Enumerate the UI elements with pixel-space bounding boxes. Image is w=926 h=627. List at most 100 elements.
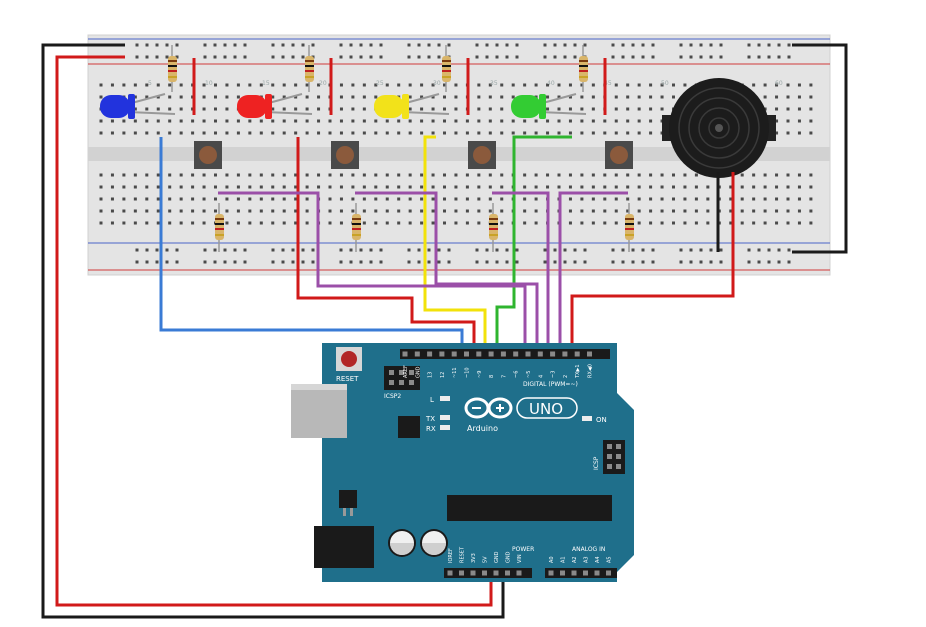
header-pin[interactable]: [451, 351, 457, 357]
breadboard-hole: [580, 185, 584, 189]
header-pin[interactable]: [594, 570, 600, 576]
breadboard-hole: [271, 119, 275, 123]
breadboard-hole: [534, 209, 538, 213]
breadboard-hole: [797, 119, 801, 123]
rail-hole: [583, 43, 587, 47]
breadboard-hole: [523, 197, 527, 201]
breadboard-hole: [294, 95, 298, 99]
header-pin[interactable]: [537, 351, 543, 357]
breadboard-hole: [637, 95, 641, 99]
header-pin[interactable]: [464, 351, 469, 357]
header-pin[interactable]: [439, 351, 445, 357]
rail-hole: [339, 55, 343, 59]
rail-hole: [621, 55, 625, 59]
rail-hole: [719, 260, 723, 264]
breadboard-hole: [809, 185, 813, 189]
header-pin[interactable]: [560, 570, 565, 576]
rail-hole: [291, 260, 295, 264]
header-pin[interactable]: [500, 351, 506, 357]
breadboard-hole: [511, 95, 515, 99]
rail-hole: [145, 55, 149, 59]
icsp2-label: ICSP2: [384, 393, 401, 400]
header-pin[interactable]: [525, 351, 531, 357]
rail-hole: [349, 55, 353, 59]
breadboard-hole: [259, 173, 263, 177]
header-pin[interactable]: [402, 351, 408, 357]
rail-hole: [505, 43, 509, 47]
header-pin[interactable]: [548, 570, 554, 576]
header-pin[interactable]: [562, 351, 568, 357]
breadboard-hole: [202, 209, 206, 213]
rail-hole: [573, 43, 577, 47]
rail-hole: [475, 43, 479, 47]
rail-hole: [447, 248, 451, 252]
rail-hole: [271, 55, 275, 59]
header-pin[interactable]: [459, 570, 464, 576]
header-pin[interactable]: [470, 570, 476, 576]
pin-label: 4: [538, 375, 544, 378]
header-pin[interactable]: [482, 570, 487, 576]
red-led: [237, 93, 313, 119]
usb-chip: [398, 416, 420, 438]
breadboard-hole: [591, 209, 595, 213]
breadboard-hole: [271, 95, 275, 99]
header-pin[interactable]: [513, 351, 519, 357]
breadboard-hole: [305, 197, 309, 201]
header-pin[interactable]: [493, 570, 499, 576]
header-pin[interactable]: [587, 351, 592, 357]
breadboard-hole: [214, 131, 217, 135]
breadboard-hole: [683, 221, 687, 225]
breadboard-hole: [683, 209, 687, 213]
pin-label: GND: [415, 366, 421, 378]
rail-hole: [767, 248, 771, 252]
wire-purple-button-2: [355, 191, 539, 352]
header-pin[interactable]: [427, 351, 433, 357]
rail-hole: [349, 248, 353, 252]
header-pin[interactable]: [488, 351, 494, 357]
breadboard-hole: [660, 107, 664, 111]
breadboard-hole: [156, 83, 160, 87]
breadboard-hole: [443, 131, 446, 135]
breadboard-hole: [500, 173, 504, 177]
header-pin[interactable]: [516, 570, 522, 576]
breadboard-hole: [282, 185, 286, 189]
rail-hole: [631, 248, 635, 252]
piezo-buzzer: [662, 78, 776, 178]
breadboard-hole: [282, 119, 286, 123]
header-pin[interactable]: [574, 351, 580, 357]
header-pin[interactable]: [583, 570, 588, 576]
breadboard-hole: [225, 119, 229, 123]
breadboard-hole: [786, 83, 790, 87]
header-pin[interactable]: [606, 570, 611, 576]
breadboard-hole: [362, 131, 366, 135]
breadboard-hole: [637, 221, 641, 225]
header-pin[interactable]: [447, 570, 453, 576]
rail-hole: [563, 43, 567, 47]
breadboard-hole: [614, 197, 618, 201]
col-number-45: 45: [604, 80, 612, 87]
header-pin[interactable]: [414, 351, 420, 357]
header-pin[interactable]: [550, 351, 556, 357]
rail-hole: [485, 43, 489, 47]
header-pin[interactable]: [505, 570, 510, 576]
pin-label: RX◀0: [588, 364, 594, 378]
breadboard-hole: [248, 131, 252, 135]
header-pin[interactable]: [571, 570, 577, 576]
breadboard-hole: [259, 185, 263, 189]
breadboard-hole: [110, 131, 114, 135]
rail-hole: [747, 248, 751, 252]
rail-hole: [621, 43, 625, 47]
rail-hole: [417, 248, 421, 252]
rail-hole: [281, 55, 285, 59]
col-number-60: 60: [775, 80, 783, 87]
header-pin[interactable]: [476, 351, 482, 357]
breadboard-hole: [214, 83, 217, 87]
rail-hole: [301, 248, 305, 252]
breadboard-hole: [145, 95, 149, 99]
breadboard-hole: [443, 83, 446, 87]
breadboard-hole: [133, 95, 137, 99]
power-jack[interactable]: [314, 526, 374, 568]
usb-port[interactable]: [291, 384, 347, 438]
rail-hole: [203, 43, 207, 47]
breadboard-hole: [202, 221, 206, 225]
